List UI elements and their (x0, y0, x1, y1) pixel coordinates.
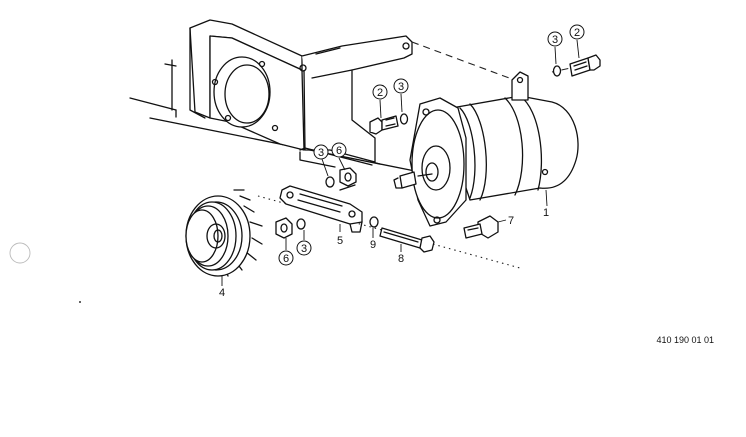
stray-dot (79, 301, 81, 303)
callout-bubble-2-upper (569, 24, 585, 40)
callout-4: 4 (219, 287, 225, 299)
bolt-upper-right (569, 54, 601, 77)
callout-8: 8 (398, 253, 404, 265)
callout-2-middle: 2 (377, 87, 383, 99)
nut-pulley (275, 217, 293, 239)
mounting-bracket-upper (189, 19, 413, 166)
leader-lines (221, 39, 580, 286)
bracket-slot-hole (299, 64, 307, 72)
callout-3-center: 3 (318, 147, 324, 159)
callout-bubble-2-middle (372, 84, 388, 100)
callout-6-center: 6 (336, 145, 342, 157)
figure-code: 410 190 01 01 (656, 335, 714, 345)
callout-3-middle: 3 (398, 81, 404, 93)
nut-center (339, 167, 357, 187)
bracket-hole-3 (224, 114, 232, 122)
callout-2-upper: 2 (574, 27, 580, 39)
callout-bubble-3-center (313, 144, 329, 160)
callout-3-lower: 3 (301, 243, 307, 255)
alternator (393, 71, 579, 227)
registration-mark (9, 242, 31, 264)
clamp-bolt (463, 215, 499, 239)
bracket-arm-hole (402, 42, 410, 50)
callout-6-lower: 6 (283, 253, 289, 265)
adjusting-link (279, 185, 363, 233)
bolt-middle (369, 115, 399, 135)
callout-bubble-3-middle (393, 78, 409, 94)
washer-middle (399, 113, 409, 125)
bracket-hole-4 (271, 124, 279, 132)
bracket-hole-1 (211, 78, 219, 86)
pulley-fan (185, 189, 263, 277)
callout-bubble-3-lower (296, 240, 312, 256)
long-bolt (379, 227, 435, 253)
washer-center (325, 176, 335, 188)
bracket-hole-2 (258, 60, 266, 68)
callout-bubble-6-center (331, 142, 347, 158)
washer-pulley (296, 218, 306, 230)
callout-9: 9 (370, 239, 376, 251)
callout-3-upper: 3 (552, 34, 558, 46)
washer-long-bolt (369, 216, 379, 228)
callout-1: 1 (543, 207, 549, 219)
callout-7: 7 (508, 215, 514, 227)
callout-bubble-3-upper (547, 31, 563, 47)
callout-bubble-6-lower (278, 250, 294, 266)
washer-upper-right (552, 65, 562, 77)
callout-5: 5 (337, 235, 343, 247)
